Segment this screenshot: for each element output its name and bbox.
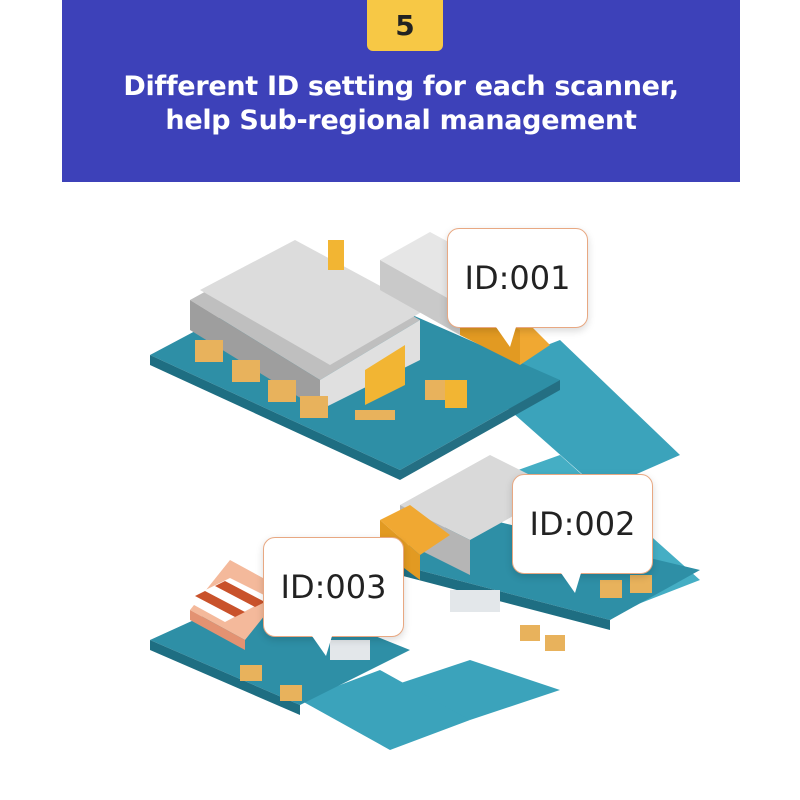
bubble-tail — [561, 573, 581, 593]
scanner-id-bubble-2: ID:002 — [512, 474, 653, 593]
scanner-id-bubble-1: ID:001 — [447, 228, 588, 347]
bubble-tail — [496, 327, 516, 347]
logistics-illustration — [150, 232, 700, 750]
step-number-badge: 5 — [367, 0, 443, 51]
scanner-id-bubble-3: ID:003 — [263, 537, 404, 656]
bubble-tail — [312, 636, 332, 656]
title-line-2: help Sub-regional management — [165, 105, 637, 136]
scanner-id-label-1: ID:001 — [464, 259, 571, 297]
page-title: Different ID setting for each scanner, h… — [62, 70, 740, 138]
scanner-id-label-3: ID:003 — [280, 568, 387, 606]
title-line-1: Different ID setting for each scanner, — [123, 71, 679, 102]
forklift — [445, 380, 467, 408]
scanner-id-label-2: ID:002 — [529, 505, 636, 543]
store-awning — [185, 578, 270, 622]
store-zone — [150, 560, 410, 715]
